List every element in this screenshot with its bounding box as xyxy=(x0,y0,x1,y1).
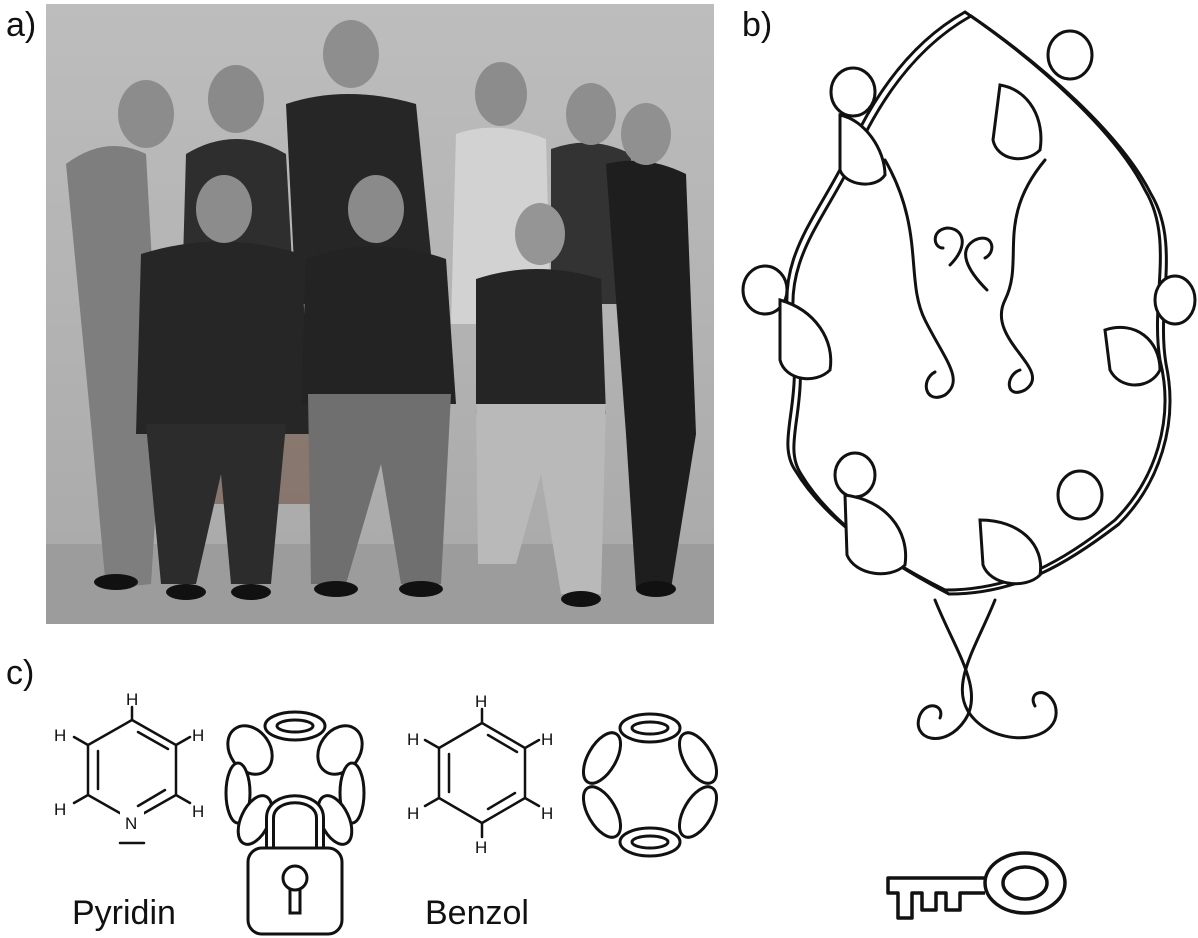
pyridine-h-left-bottom: H xyxy=(54,800,66,819)
benzene-h-left-top: H xyxy=(407,730,419,749)
photo-figures xyxy=(46,20,714,624)
benzene-h-bottom: H xyxy=(475,838,487,857)
benzene-caption: Benzol xyxy=(425,894,529,932)
benzene-structure: H H H H H H xyxy=(407,692,553,857)
pyridine-h-top: H xyxy=(126,690,138,709)
pyridine-structure: H H H H H N xyxy=(54,690,204,845)
benzene-h-top: H xyxy=(475,692,487,711)
benzene-h-right-top: H xyxy=(541,730,553,749)
panel-label-a: a) xyxy=(6,6,37,44)
monkey-ring-icon xyxy=(741,10,1197,740)
pyridine-h-left-top: H xyxy=(54,726,66,745)
panel-label-b: b) xyxy=(742,6,773,44)
benzene-h-left-bottom: H xyxy=(407,804,419,823)
chain-ring-icon xyxy=(581,712,719,858)
pyridine-n: N xyxy=(125,814,137,833)
padlock-chain-icon xyxy=(224,710,366,936)
key-icon xyxy=(886,851,1067,920)
group-photograph xyxy=(46,4,714,624)
benzene-h-right-bottom: H xyxy=(541,804,553,823)
pyridine-h-right-top: H xyxy=(192,726,204,745)
pyridine-caption: Pyridin xyxy=(72,894,176,932)
panel-label-c: c) xyxy=(6,654,35,692)
pyridine-h-right-bottom: H xyxy=(192,802,204,821)
